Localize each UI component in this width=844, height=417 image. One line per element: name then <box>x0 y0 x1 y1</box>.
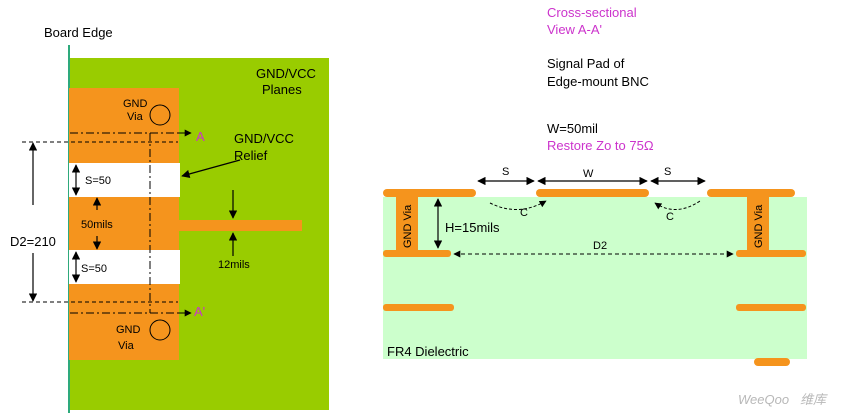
gap-left-label: S <box>502 166 509 178</box>
d2-section-label: D2 <box>593 240 607 252</box>
inner-plane-left <box>383 250 451 257</box>
gnd-via-bottom-circle <box>149 319 171 341</box>
inner-layer2-right <box>736 304 806 311</box>
gap-right-label: S <box>664 166 671 178</box>
board-edge-label: Board Edge <box>44 25 113 40</box>
section-cut-line <box>70 132 190 314</box>
section-marker-top: A <box>196 129 205 144</box>
gnd-via-left <box>396 196 418 252</box>
gnd-via-bottom-label-line2: Via <box>118 340 135 352</box>
d2-label-bg <box>8 234 58 250</box>
relief-label-line2: Relief <box>234 148 268 163</box>
dielectric-label: FR4 Dielectric <box>387 344 469 359</box>
planes-label-line2: Planes <box>262 82 302 97</box>
section-title-line2: View A-A' <box>547 22 602 37</box>
section-marker-bottom: A' <box>194 304 205 319</box>
spacing-bottom-label: S=50 <box>81 263 107 275</box>
section-desc-line2: Edge-mount BNC <box>547 74 649 89</box>
cross-section-view: Cross-sectional View A-A' Signal Pad of … <box>383 5 807 366</box>
signal-pad <box>69 197 179 250</box>
watermark-brand: WeeQoo <box>738 392 789 407</box>
fr4-dielectric <box>383 197 807 359</box>
planes-label-line1: GND/VCC <box>256 66 316 81</box>
inner-layer2-left <box>383 304 454 311</box>
gnd-pad-top <box>69 88 179 163</box>
pad-width-label-w: W <box>583 168 594 180</box>
coupling-left-label: C <box>520 207 528 219</box>
top-ground-right <box>707 189 795 197</box>
gnd-via-right <box>747 196 769 252</box>
watermark: WeeQoo 维库 <box>738 392 828 407</box>
top-signal-pad <box>536 189 649 197</box>
relief-gap-bottom <box>69 250 180 284</box>
trace-width-label: 12mils <box>218 259 250 271</box>
gnd-via-top-label-line2: Via <box>127 111 144 123</box>
pad-width-label: 50mils <box>81 219 113 231</box>
bottom-copper-stub <box>754 358 790 366</box>
d2-label: D2=210 <box>10 234 56 249</box>
relief-pointer <box>181 159 241 179</box>
watermark-suffix: 维库 <box>800 392 828 407</box>
via-left-label: GND Via <box>402 204 414 248</box>
section-desc-line1: Signal Pad of <box>547 56 625 71</box>
spacing-top-label: S=50 <box>85 175 111 187</box>
gnd-via-top-circle <box>149 104 171 126</box>
top-ground-left <box>383 189 476 197</box>
gnd-pad-bottom <box>69 284 179 360</box>
width-spec: W=50mil <box>547 121 598 136</box>
gnd-via-top-label-line1: GND <box>123 98 148 110</box>
gnd-via-bottom-label-line1: GND <box>116 324 141 336</box>
plan-view: Board Edge GND/VCC Planes GND/VCC Relief… <box>8 25 329 413</box>
inner-plane-right <box>736 250 806 257</box>
via-right-label: GND Via <box>753 204 765 248</box>
section-title-line1: Cross-sectional <box>547 5 637 20</box>
coupling-right-label: C <box>666 211 674 223</box>
relief-gap-top <box>69 163 180 197</box>
height-label: H=15mils <box>445 220 500 235</box>
restore-spec: Restore Zo to 75Ω <box>547 138 654 153</box>
relief-label-line1: GND/VCC <box>234 131 294 146</box>
signal-trace <box>179 220 302 231</box>
